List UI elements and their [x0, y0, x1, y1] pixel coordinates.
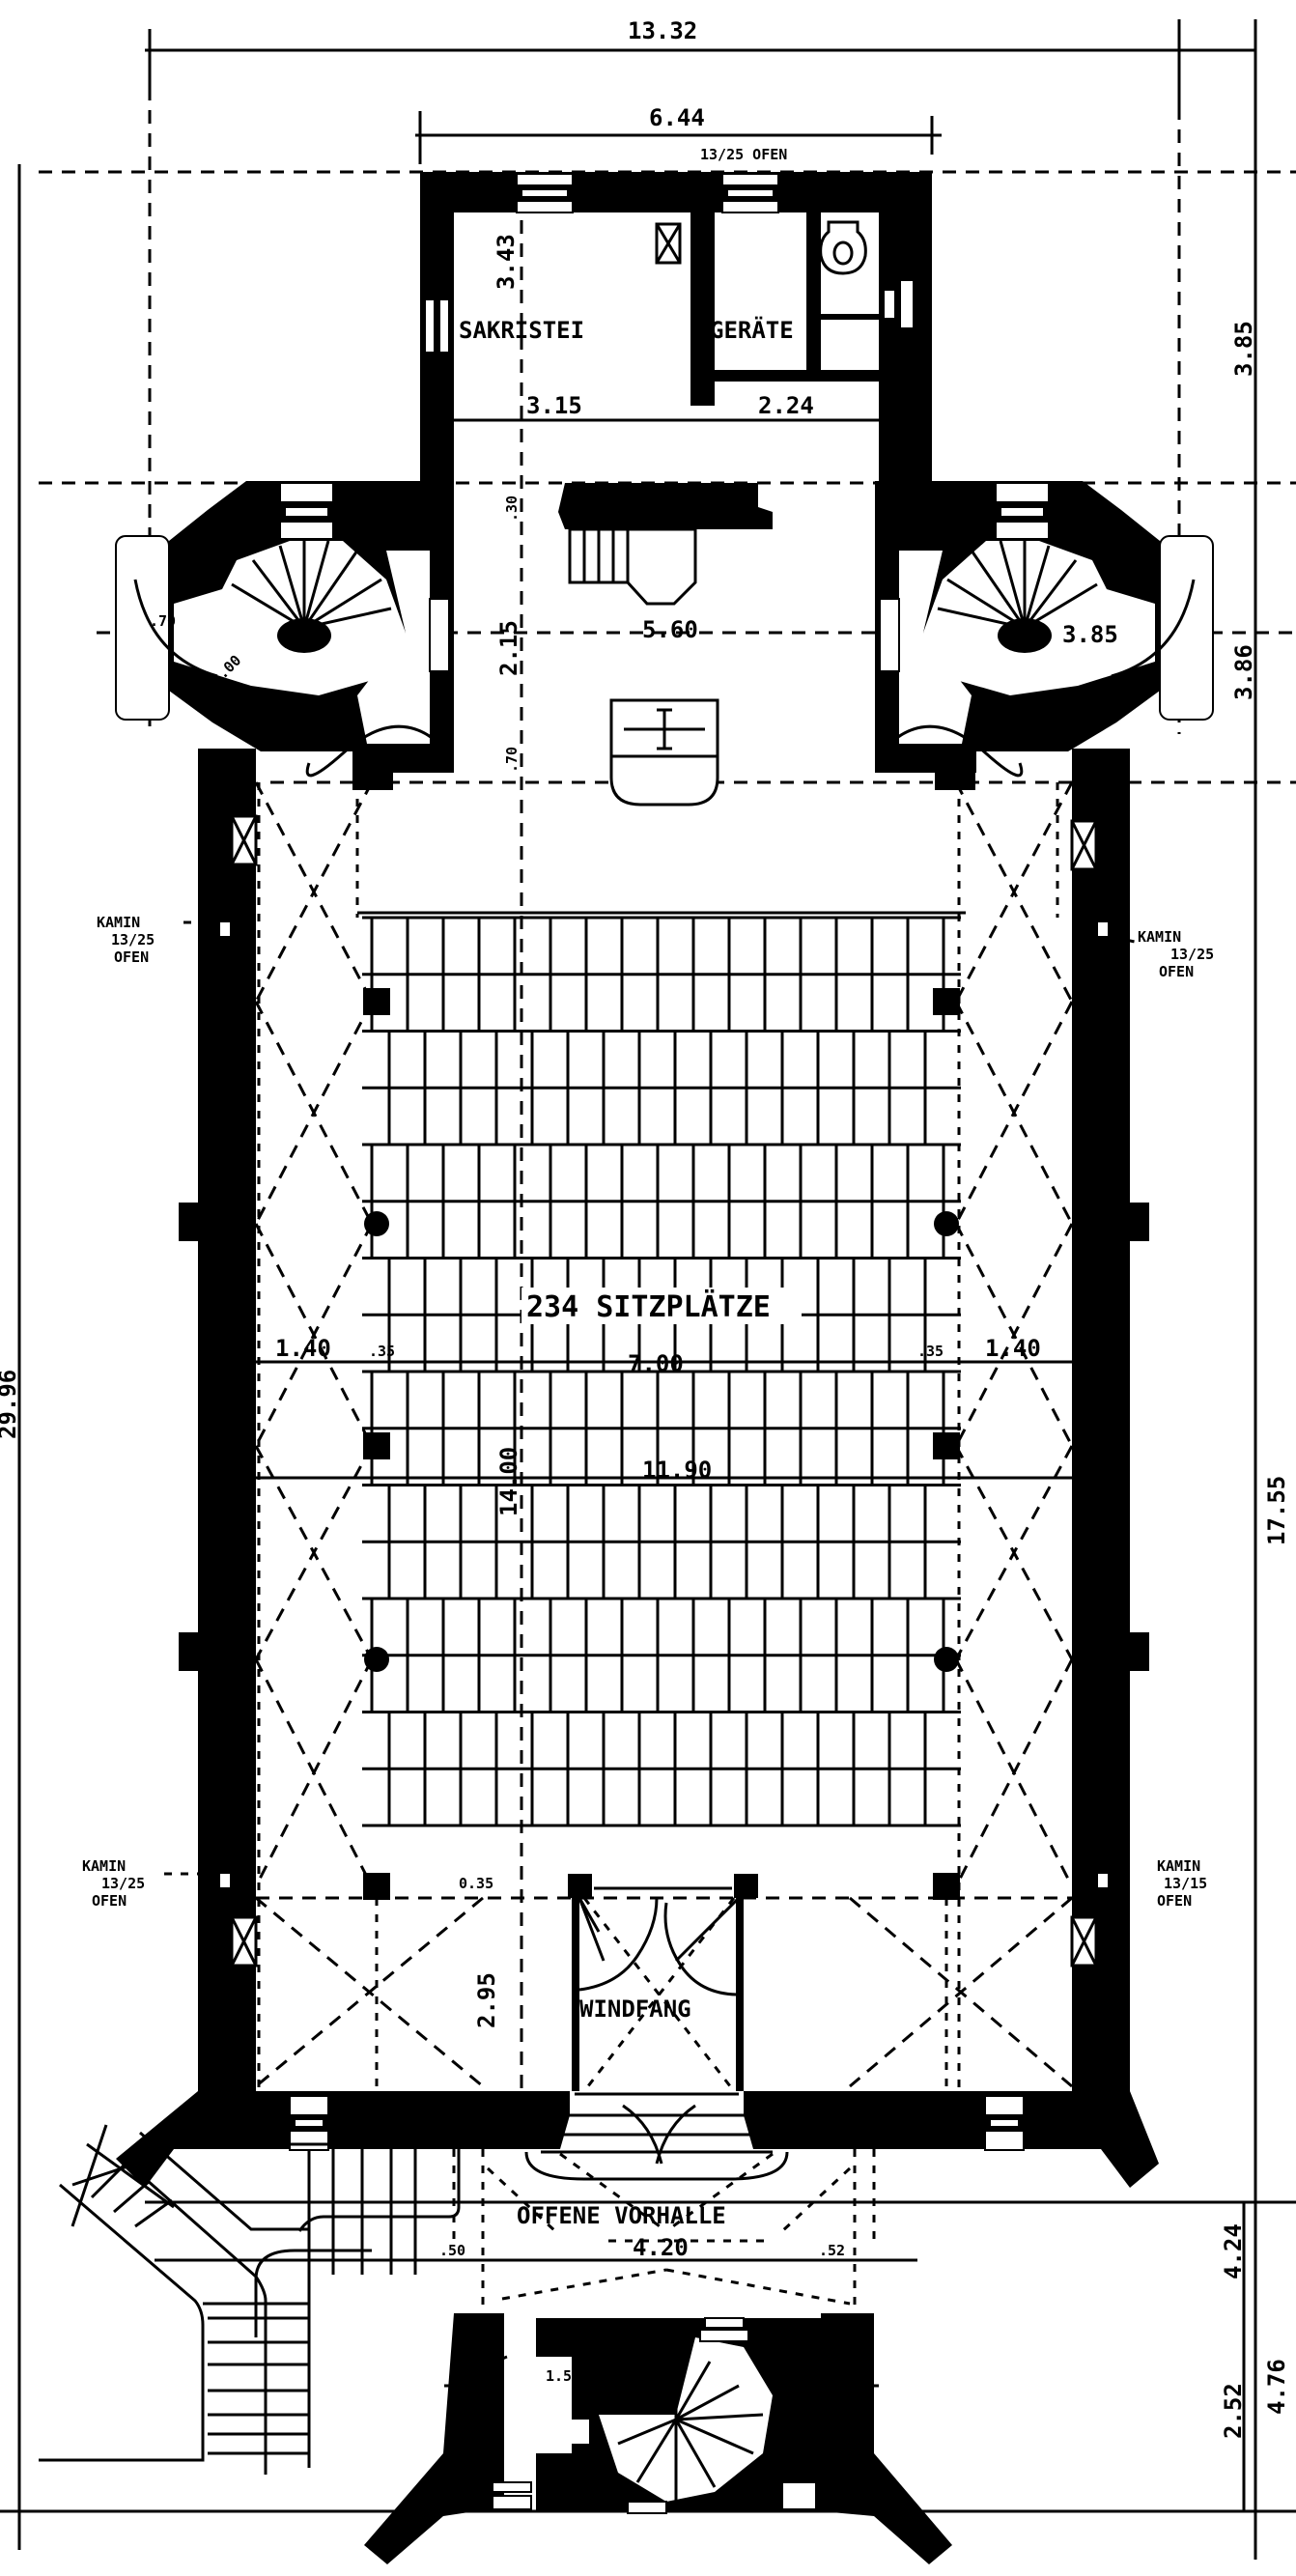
dim-vestibule-depth: 2.95	[473, 1972, 500, 2028]
chimney-label-1: KAMIN 13/25 OFEN	[97, 914, 155, 966]
porch-tower	[364, 2149, 952, 2564]
nave-walls	[179, 749, 1149, 2101]
dim-right-turret: 3.86	[1230, 644, 1257, 700]
dim-tower-b: .84	[806, 2367, 832, 2385]
vault-rib	[255, 1896, 484, 2088]
svg-text:KAMIN: KAMIN	[1157, 1857, 1200, 1875]
svg-text:OFEN: OFEN	[92, 1892, 127, 1910]
svg-text:13/25: 13/25	[1170, 946, 1214, 963]
dim-pier-left: .35	[369, 1343, 395, 1360]
square-pier	[933, 1873, 960, 1900]
svg-text:OFEN: OFEN	[1159, 963, 1194, 980]
dim-stair-right: 3.85	[1062, 621, 1118, 648]
svg-text:13/25: 13/25	[101, 1875, 145, 1892]
vault-rib	[254, 1001, 374, 1225]
svg-text:13/25: 13/25	[111, 931, 155, 948]
dim-nave-inner: 7.00	[628, 1350, 684, 1377]
dim-pier-right: .35	[917, 1343, 944, 1360]
vault-rib	[254, 781, 374, 1003]
svg-text:OFEN: OFEN	[1157, 1892, 1192, 1910]
room-storage: GERÄTE	[710, 316, 794, 344]
dim-porch-width: 4.20	[633, 2234, 689, 2261]
exterior-stair	[39, 2124, 461, 2475]
round-pier	[934, 1211, 959, 1236]
dim-aisle-right: 1.40	[985, 1335, 1041, 1362]
dim-overall-width: 13.32	[628, 17, 697, 44]
piers	[363, 988, 960, 1900]
square-pier	[363, 1873, 390, 1900]
vault-rib	[954, 1001, 1074, 1225]
vault-rib	[254, 1445, 374, 1660]
dim-pier-bottom: 0.35	[459, 1875, 493, 1892]
square-pier	[933, 988, 960, 1015]
cross-shield-icon	[609, 698, 719, 807]
chimney-label-4: KAMIN 13/15 OFEN	[1157, 1857, 1207, 1910]
flue-note: 13/25 OFEN	[700, 146, 787, 163]
svg-text:OFEN: OFEN	[114, 948, 149, 966]
square-pier	[933, 1432, 960, 1459]
chimney-label-3: KAMIN 13/25 OFEN	[82, 1857, 145, 1910]
dim-nave-length: 14.00	[495, 1447, 522, 1516]
dim-choir-c: .70	[503, 747, 521, 773]
dim-porch-right: .52	[819, 2242, 845, 2259]
dim-stair-left-a: .70	[150, 612, 176, 630]
vault-rib	[954, 1658, 1074, 1887]
square-pier	[363, 1432, 390, 1459]
dim-aisle-left: 1.40	[275, 1335, 331, 1362]
chimney-label-2: KAMIN 13/25 OFEN	[1138, 928, 1214, 980]
dim-sacristy-depth: 3.43	[493, 234, 520, 290]
dim-nave-total: 11.90	[642, 1457, 712, 1484]
round-pier	[364, 1211, 389, 1236]
sacristy-walls	[420, 172, 932, 483]
toilet-icon	[819, 220, 867, 275]
dim-right-top: 3.85	[1230, 321, 1257, 377]
dim-choir-width: 5.60	[642, 616, 698, 643]
svg-text:KAMIN: KAMIN	[97, 914, 140, 931]
dim-storage-inner: 2.24	[758, 392, 814, 419]
vault-rib	[954, 781, 1074, 1003]
vault-rib	[254, 1223, 374, 1447]
round-pier	[364, 1647, 389, 1672]
vestibule-windfang	[568, 1874, 758, 2092]
dim-sacristy-width: 6.44	[649, 104, 705, 131]
dim-overall-length: 29.96	[0, 1370, 21, 1439]
vault-rib	[954, 1223, 1074, 1447]
entrance-steps	[524, 2092, 789, 2181]
dim-nave-side: 17.55	[1263, 1476, 1290, 1545]
svg-text:13/15: 13/15	[1164, 1875, 1207, 1892]
svg-text:KAMIN: KAMIN	[82, 1857, 126, 1875]
left-stair-turret	[115, 481, 454, 778]
vault-rib	[849, 1896, 1073, 2088]
dim-sacristy-inner: 3.15	[526, 392, 582, 419]
dim-tower-depth: 2.52	[1220, 2383, 1247, 2439]
square-pier	[363, 988, 390, 1015]
vault-lines	[254, 781, 1074, 2091]
seat-count-label: 234 SITZPLÄTZE	[526, 1289, 771, 1324]
round-pier	[934, 1647, 959, 1672]
room-vestibule: WINDFANG	[579, 1996, 691, 2023]
dim-choir-a: .30	[503, 495, 521, 522]
dim-tower-a: 1.52	[546, 2367, 580, 2385]
altar	[558, 483, 773, 606]
dim-porch-depth: 4.24	[1220, 2223, 1247, 2279]
chimney-flue-icon	[655, 222, 682, 265]
svg-text:KAMIN: KAMIN	[1138, 928, 1181, 946]
pew-grid	[357, 911, 966, 1827]
right-stair-turret	[875, 481, 1214, 778]
dim-porch-left: .50	[439, 2242, 465, 2259]
room-porch: OFFENE VORHALLE	[517, 2202, 726, 2229]
dim-choir-b: 2.15	[495, 620, 522, 676]
room-sacristy: SAKRISTEI	[459, 317, 584, 344]
dim-front-total: 4.76	[1263, 2359, 1290, 2415]
front-wall	[116, 2091, 1159, 2188]
chimney-flues	[164, 814, 1136, 1967]
vault-rib	[254, 1658, 374, 1887]
labels: 13.32 6.44 13/25 OFEN SAKRISTEI GERÄTE 3…	[0, 17, 1290, 2439]
vault-rib	[954, 1445, 1074, 1660]
